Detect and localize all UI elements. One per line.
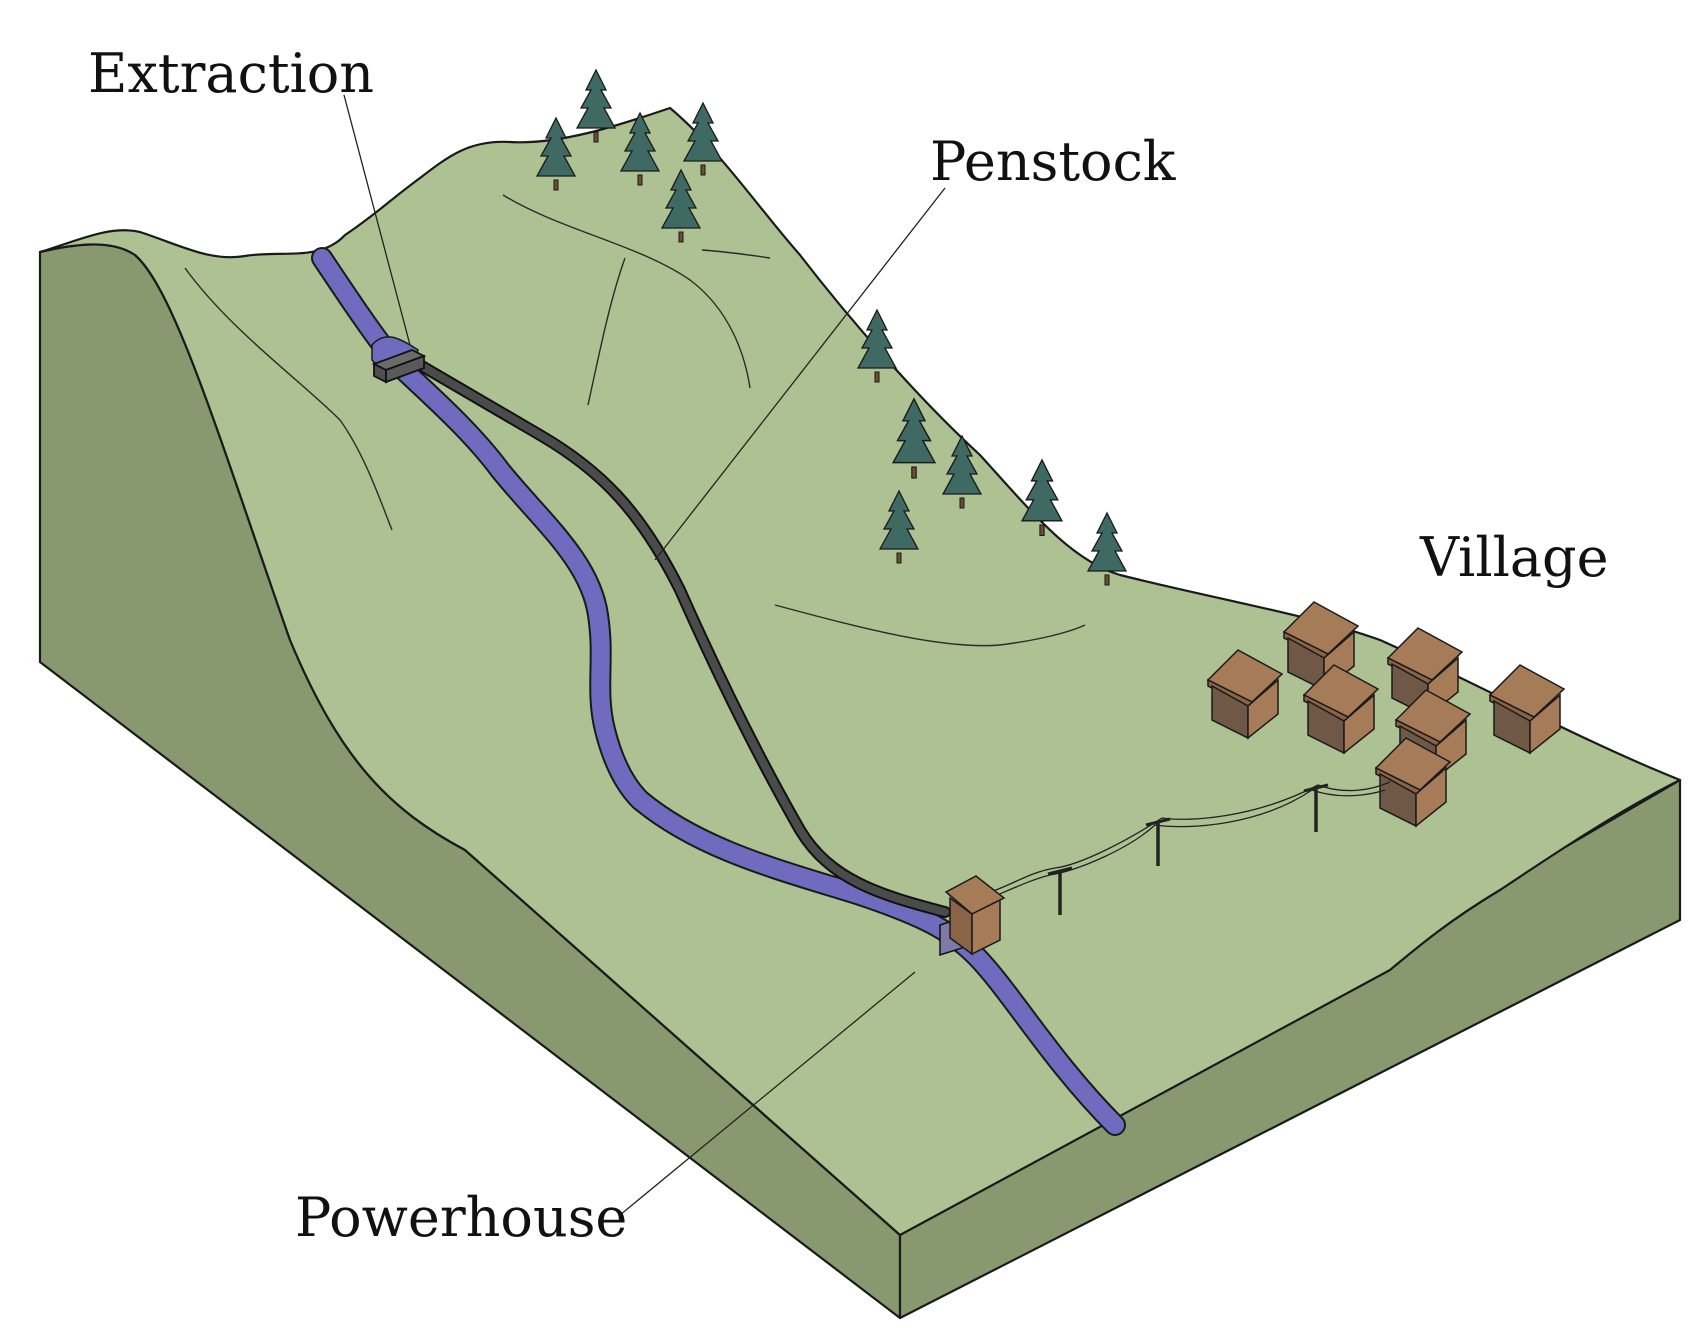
extraction-label: Extraction bbox=[88, 42, 374, 105]
terrain-block bbox=[38, 106, 1682, 1320]
penstock-body bbox=[411, 358, 949, 916]
powerhouse-leader bbox=[619, 971, 916, 1216]
utility-pole-icon bbox=[1303, 783, 1329, 832]
contour-line bbox=[502, 194, 751, 389]
extraction-leader bbox=[343, 94, 411, 346]
contour-line bbox=[587, 257, 626, 406]
penstock-label: Penstock bbox=[930, 130, 1177, 193]
powerhouse-wall-right bbox=[971, 898, 1001, 956]
contour-line bbox=[701, 249, 771, 259]
power-cable bbox=[989, 781, 1391, 893]
weir-side bbox=[385, 354, 425, 384]
powerhouse-label: Powerhouse bbox=[295, 1186, 627, 1249]
utility-pole-icon bbox=[1047, 866, 1073, 915]
penstock-leader bbox=[654, 187, 946, 561]
power-cable bbox=[989, 789, 1386, 899]
extraction-weir bbox=[371, 349, 427, 384]
contour-line bbox=[184, 267, 393, 531]
village-label: Village bbox=[1419, 526, 1609, 589]
contour-line bbox=[774, 604, 1086, 647]
utility-pole-icon bbox=[1145, 817, 1171, 866]
leader-lines bbox=[343, 94, 946, 1216]
powerhouse-building bbox=[939, 875, 1006, 957]
terrain-top-surface bbox=[38, 106, 1682, 1237]
power-lines bbox=[989, 781, 1391, 915]
penstock-pipe bbox=[409, 356, 951, 918]
